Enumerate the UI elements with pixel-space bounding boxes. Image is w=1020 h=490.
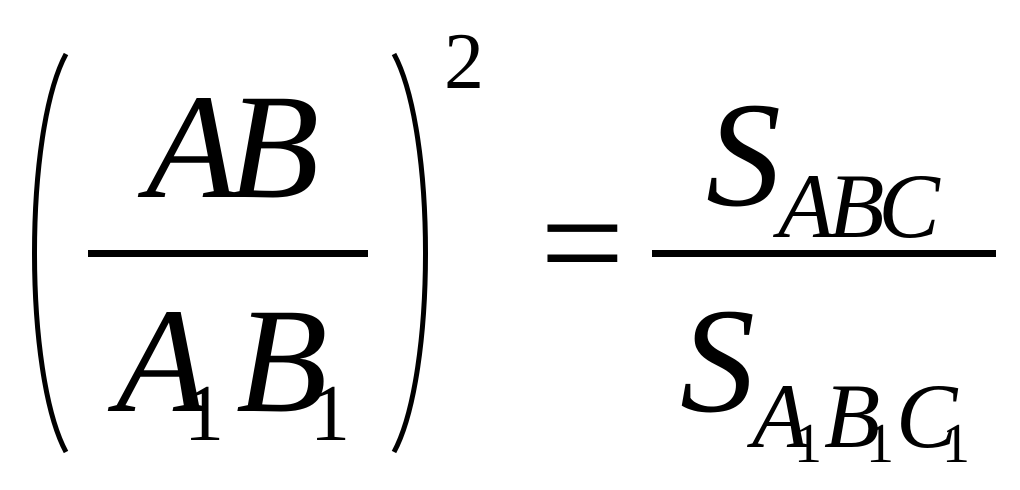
rhs-numerator-s: S bbox=[706, 72, 781, 238]
equals-sign: = bbox=[540, 160, 625, 326]
rhs-denominator-b: B bbox=[824, 365, 881, 467]
rhs-numerator-subscript: ABC bbox=[778, 155, 940, 257]
rhs-denominator-a: A bbox=[752, 365, 809, 467]
lhs-denominator-a-subscript: 1 bbox=[184, 370, 224, 458]
lhs-denominator-a: A bbox=[116, 278, 208, 444]
rhs-denominator-c-subscript: 1 bbox=[942, 413, 970, 475]
lhs-numerator: AB bbox=[146, 64, 319, 230]
left-parenthesis bbox=[32, 52, 69, 454]
lhs-denominator-b-subscript: 1 bbox=[310, 370, 350, 458]
right-parenthesis bbox=[391, 52, 428, 454]
rhs-denominator-b-subscript: 1 bbox=[866, 413, 894, 475]
rhs-denominator-c: C bbox=[896, 365, 958, 467]
exponent: 2 bbox=[444, 18, 484, 106]
lhs-denominator-b: B bbox=[236, 278, 328, 444]
rhs-fraction-bar bbox=[652, 250, 996, 257]
rhs-denominator-a-subscript: 1 bbox=[794, 413, 822, 475]
lhs-fraction-bar bbox=[88, 250, 368, 257]
rhs-denominator-s: S bbox=[680, 278, 755, 444]
